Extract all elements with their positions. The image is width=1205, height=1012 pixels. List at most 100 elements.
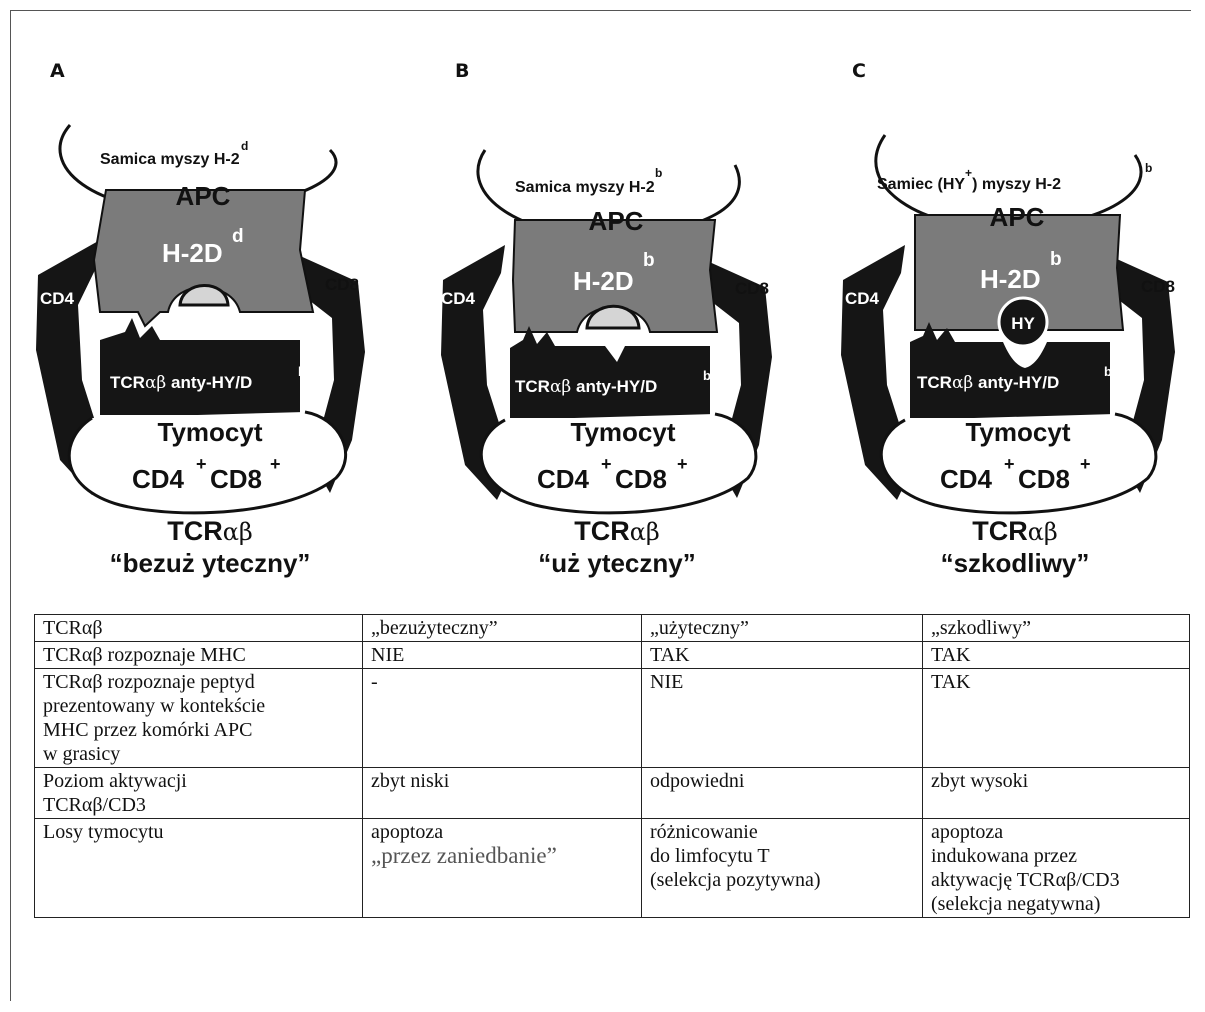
cd4-label: CD4 (40, 289, 75, 308)
cell-line: „bezużyteczny” (371, 617, 498, 639)
cell-superscript: d (241, 139, 248, 153)
cell-line: TAK (931, 671, 971, 693)
peptide (178, 284, 230, 307)
tcr-label: TCRαβ anty-HY/D (515, 377, 657, 397)
tcr-molecule (100, 318, 300, 415)
thymocyte-label: Tymocyt (571, 417, 676, 447)
cd4-label: CD4 (441, 289, 476, 308)
cell-line: w grasicy (43, 743, 121, 765)
caption-tcr: TCR (574, 516, 630, 546)
cell-label: Samica myszy H-2 (515, 179, 655, 196)
figure-frame (10, 10, 1191, 1001)
caption-tcr: TCR (167, 516, 223, 546)
panel-a-caption: TCRαβ “bezuż yteczny” (20, 516, 400, 579)
thymocyte-label: Tymocyt (966, 417, 1071, 447)
plus-sign: + (1080, 454, 1091, 474)
cell-line: TCRαβ (43, 617, 103, 639)
cell-line: TCRαβ rozpoznaje peptyd (43, 671, 255, 693)
cd8-marker: CD8 (1018, 464, 1070, 494)
mhc-superscript: d (232, 226, 244, 247)
panel-label-a: A (50, 60, 65, 82)
cell-line: apoptoza (931, 821, 1004, 843)
table-cell: TCRαβ rozpoznaje MHC (34, 641, 363, 669)
table-cell: apoptoza„przez zaniedbanie” (362, 818, 642, 918)
table-row: TCRαβ rozpoznaje MHC NIE TAK TAK (34, 641, 1190, 669)
table-row: TCRαβ „bezużyteczny” „użyteczny” „szkodliwy… (34, 614, 1190, 642)
apc-label: APC (589, 206, 644, 236)
cell-line: (selekcja pozytywna) (650, 869, 821, 891)
caption-quote: “uż yteczny” (538, 548, 696, 578)
tcr-superscript: b (703, 368, 711, 383)
mhc-superscript: b (1050, 249, 1062, 270)
mhc-label: H-2D (980, 264, 1041, 294)
caption-tcr: TCR (972, 516, 1028, 546)
cell-line: TCRαβ/CD3 (43, 794, 146, 816)
hy-peptide (997, 296, 1049, 348)
cd8-molecule (296, 255, 365, 493)
table-cell: TAK (641, 641, 923, 669)
cell-line: „przez zaniedbanie” (371, 843, 557, 868)
cell-line: różnicowanie (650, 821, 758, 843)
cell-superscript: b (1145, 161, 1152, 175)
cd4-marker: CD4 (537, 464, 590, 494)
thymocyte-cell (479, 412, 758, 515)
cd4-label: CD4 (845, 289, 880, 308)
tcr-molecule (910, 322, 1110, 418)
table-cell: odpowiedni (641, 767, 923, 819)
caption-quote: “bezuż yteczny” (109, 548, 311, 578)
cd8-label: CD8 (1141, 277, 1175, 296)
cell-label: Samica myszy H-2 (100, 151, 240, 168)
cd8-marker: CD8 (615, 464, 667, 494)
panel-label-c: C (852, 60, 866, 82)
cd8-molecule (703, 260, 772, 498)
cell-label: Samiec (HY+) myszy H-2 (877, 166, 1061, 193)
hy-peptide-label: HY (1011, 314, 1035, 333)
caption-greek: αβ (222, 518, 253, 546)
cell-line: Poziom aktywacji (43, 770, 187, 792)
plus-sign: + (270, 454, 281, 474)
panel-b-caption: TCRαβ “uż yteczny” (427, 516, 807, 579)
table-cell: „szkodliwy” (922, 614, 1190, 642)
cell-line: prezentowany w kontekście (43, 695, 266, 717)
cell-line: MHC przez komórki APC (43, 719, 253, 741)
plus-sign: + (601, 454, 612, 474)
cell-line: „użyteczny” (650, 617, 749, 639)
peptide (585, 304, 641, 330)
thymocyte-cell (879, 412, 1158, 515)
mhc-label: H-2D (573, 266, 634, 296)
caption-greek: αβ (629, 518, 660, 546)
table-cell: TAK (922, 641, 1190, 669)
table-cell: zbyt wysoki (922, 767, 1190, 819)
tcr-label: TCRαβ anty-HY/D (110, 373, 252, 393)
thymocyte-label: Tymocyt (158, 417, 263, 447)
thymocyte-cell (67, 410, 348, 515)
caption-greek: αβ (1027, 518, 1058, 546)
table-cell: TCRαβ (34, 614, 363, 642)
cd8-label: CD8 (325, 275, 359, 294)
tcr-superscript: b (298, 364, 306, 379)
summary-table: TCRαβ „bezużyteczny” „użyteczny” „szkodliwy… (34, 614, 1190, 918)
caption-quote: “szkodliwy” (940, 548, 1090, 578)
table-cell: Losy tymocytu (34, 818, 363, 918)
table-cell: „bezużyteczny” (362, 614, 642, 642)
table-cell: NIE (362, 641, 642, 669)
tcr-label: TCRαβ anty-HY/D (917, 373, 1059, 393)
cell-line: TAK (931, 644, 971, 666)
cell-line: NIE (371, 644, 405, 666)
table-cell: „użyteczny” (641, 614, 923, 642)
tcr-molecule (510, 326, 710, 418)
table-cell: NIE (641, 668, 923, 768)
cd8-marker: CD8 (210, 464, 262, 494)
cd4-marker: CD4 (132, 464, 185, 494)
cell-line: „szkodliwy” (931, 617, 1031, 639)
table-row: Losy tymocytu apoptoza„przez zaniedbanie… (34, 818, 1190, 918)
cell-superscript: b (655, 166, 662, 180)
cell-line: zbyt niski (371, 770, 450, 792)
